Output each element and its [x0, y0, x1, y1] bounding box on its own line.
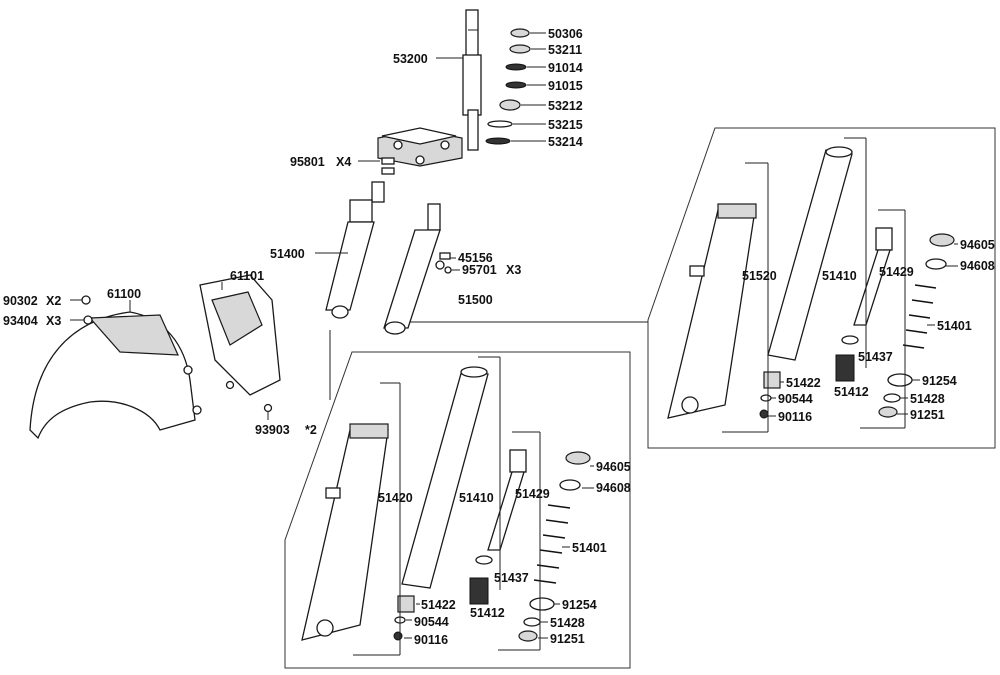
upper-spring	[902, 284, 937, 349]
upper-outer-tube	[667, 203, 757, 419]
upper-spring-51412	[835, 354, 855, 382]
lower-piece-51422	[397, 595, 415, 613]
label-91015: 91015	[548, 79, 583, 93]
lower-clip-51428	[523, 617, 541, 627]
upper-bolt-90116	[759, 409, 769, 419]
label-upper-51401: 51401	[937, 319, 972, 333]
bearing-stack	[485, 28, 531, 145]
label-note-2: *2	[305, 423, 317, 437]
label-upper-91254: 91254	[922, 374, 957, 388]
label-lower-51420: 51420	[378, 491, 413, 505]
lower-outer-tube	[301, 423, 389, 641]
lower-damper-rod	[487, 449, 527, 551]
lower-nut-91251	[518, 630, 538, 642]
label-upper-51429: 51429	[879, 265, 914, 279]
label-93903: 93903	[255, 423, 290, 437]
label-upper-51422: 51422	[786, 376, 821, 390]
lower-seal-94605	[565, 451, 591, 465]
right-fork-leg	[383, 203, 445, 335]
label-upper-51412: 51412	[834, 385, 869, 399]
label-upper-90544: 90544	[778, 392, 813, 406]
upper-clip-51428	[883, 393, 901, 403]
label-90302-qty: X2	[46, 294, 61, 308]
label-lower-90116: 90116	[414, 633, 448, 647]
label-lower-51422: 51422	[421, 598, 456, 612]
label-upper-51437: 51437	[858, 350, 893, 364]
label-93404: 93404	[3, 314, 38, 328]
label-lower-51428: 51428	[550, 616, 585, 630]
label-93404-qty: X3	[46, 314, 61, 328]
lower-inner-tube	[401, 366, 489, 589]
label-91014: 91014	[548, 61, 583, 75]
label-50306: 50306	[548, 27, 583, 41]
label-lower-51412: 51412	[470, 606, 505, 620]
front-fender	[29, 311, 202, 440]
label-lower-94605: 94605	[596, 460, 631, 474]
label-90302: 90302	[3, 294, 38, 308]
steering-stem	[462, 9, 482, 151]
label-lower-51401: 51401	[572, 541, 607, 555]
label-upper-90116: 90116	[778, 410, 812, 424]
label-53212: 53212	[548, 99, 583, 113]
lower-ring-94608	[559, 479, 581, 491]
label-lower-51437: 51437	[494, 571, 529, 585]
upper-assembly-frame	[647, 127, 996, 449]
label-upper-94605: 94605	[960, 238, 995, 252]
label-95801-qty: X4	[336, 155, 351, 169]
upper-inner-tube	[767, 146, 853, 361]
clamp-bolt-right	[381, 167, 395, 175]
label-53215: 53215	[548, 118, 583, 132]
bolt-95701	[444, 266, 452, 274]
label-lower-94608: 94608	[596, 481, 631, 495]
upper-ring-94608	[925, 258, 947, 270]
label-upper-51428: 51428	[910, 392, 945, 406]
upper-washer-90544	[760, 394, 772, 402]
label-lower-90544: 90544	[414, 615, 449, 629]
label-61101: 61101	[230, 269, 264, 283]
left-fork-leg	[325, 181, 385, 319]
label-51400: 51400	[270, 247, 305, 261]
upper-nut-91251	[878, 406, 898, 418]
upper-piece-51422	[763, 371, 781, 389]
lower-ring-51437	[475, 555, 493, 565]
screw-93404	[83, 315, 93, 325]
label-upper-94608: 94608	[960, 259, 995, 273]
label-51500: 51500	[458, 293, 493, 307]
label-lower-51429: 51429	[515, 487, 550, 501]
label-61100: 61100	[107, 287, 141, 301]
label-upper-51520: 51520	[742, 269, 777, 283]
lower-spring-51412	[469, 577, 489, 605]
lower-assembly-frame	[284, 351, 631, 669]
label-95701-qty: X3	[506, 263, 521, 277]
screw-90302	[81, 295, 91, 305]
label-lower-91254: 91254	[562, 598, 597, 612]
label-95701: 95701	[462, 263, 497, 277]
label-53200: 53200	[393, 52, 428, 66]
label-lower-91251: 91251	[550, 632, 585, 646]
label-53214: 53214	[548, 135, 583, 149]
triple-clamp	[377, 127, 463, 167]
bolt-45156	[439, 252, 451, 260]
label-53211: 53211	[548, 43, 582, 57]
clamp-bolt-left	[381, 157, 395, 165]
label-45156: 45156	[458, 251, 493, 265]
upper-cap-91254	[887, 373, 913, 387]
lower-cap-91254	[529, 597, 555, 611]
lower-bolt-90116	[393, 631, 403, 641]
lower-spring	[533, 504, 571, 584]
inner-fender	[199, 274, 281, 413]
label-upper-91251: 91251	[910, 408, 945, 422]
label-upper-51410: 51410	[822, 269, 857, 283]
label-95801: 95801	[290, 155, 325, 169]
upper-seal-94605	[929, 233, 955, 247]
upper-ring-51437	[841, 335, 859, 345]
label-lower-51410: 51410	[459, 491, 494, 505]
leader-lines	[70, 32, 958, 656]
